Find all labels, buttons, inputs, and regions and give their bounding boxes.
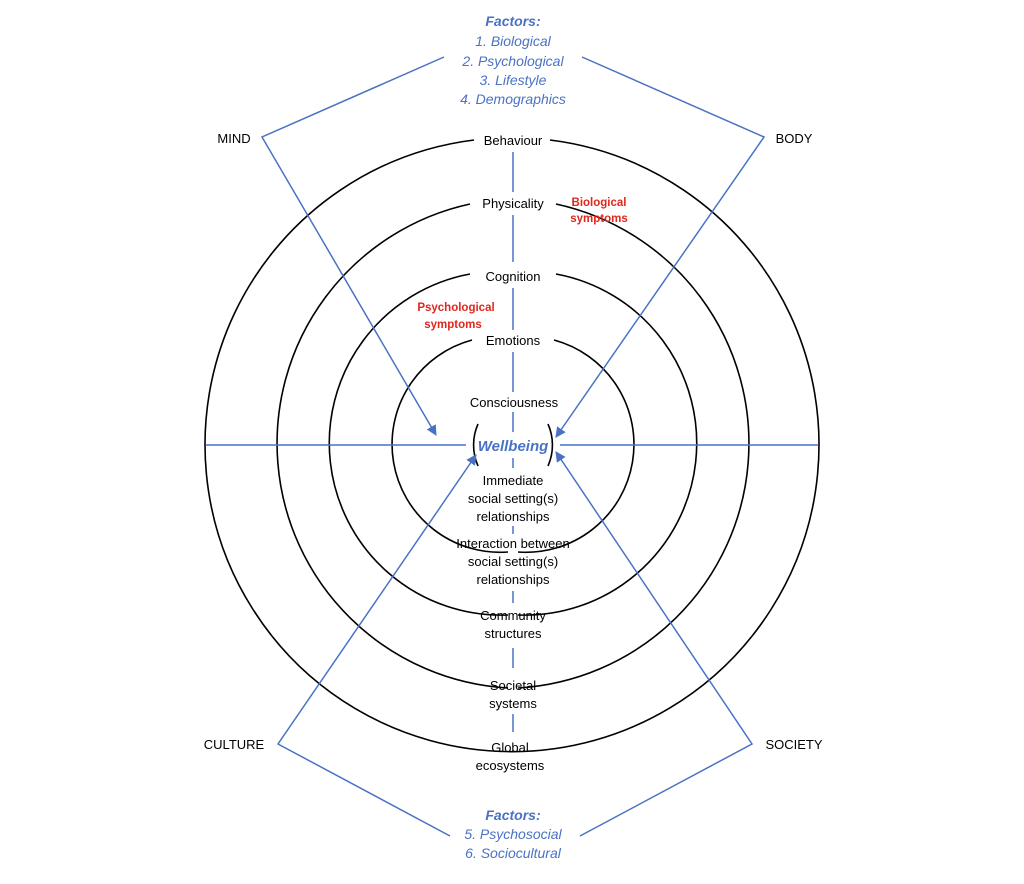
corner-mind: MIND — [217, 131, 250, 146]
level-global-1: Global — [491, 740, 529, 755]
factor-psychosocial: 5. Psychosocial — [464, 826, 562, 842]
level-global-2: ecosystems — [476, 758, 545, 773]
top-left-bracket — [260, 56, 445, 436]
upper-levels: Behaviour Physicality Cognition Emotions… — [470, 133, 559, 410]
bottom-right-bracket — [555, 451, 754, 837]
level-community-1: Community — [480, 608, 546, 623]
level-emotions: Emotions — [486, 333, 541, 348]
bottom-left-bracket — [276, 454, 477, 837]
level-community-2: structures — [484, 626, 542, 641]
level-immediate-2: social setting(s) — [468, 491, 558, 506]
level-behaviour: Behaviour — [484, 133, 543, 148]
level-consciousness: Consciousness — [470, 395, 559, 410]
lower-levels: Immediate social setting(s) relationship… — [456, 473, 569, 773]
center-wellbeing: Wellbeing — [478, 438, 549, 455]
ring-1 — [204, 139, 820, 753]
level-interaction-3: relationships — [477, 572, 550, 587]
level-cognition: Cognition — [486, 269, 541, 284]
corner-body: BODY — [776, 131, 813, 146]
corner-labels: MIND BODY CULTURE SOCIETY — [204, 131, 823, 752]
factors-top-title: Factors: — [485, 13, 540, 29]
factor-sociocultural: 6. Sociocultural — [465, 845, 562, 861]
factor-biological: 1. Biological — [475, 33, 551, 49]
factor-connectors — [260, 56, 766, 837]
psychological-symptoms-line2: symptoms — [424, 319, 482, 331]
biological-symptoms-line2: symptoms — [570, 213, 628, 225]
ring-5 — [472, 423, 554, 467]
factors-top: Factors: 1. Biological 2. Psychological … — [460, 13, 566, 107]
ring-3 — [328, 273, 698, 616]
level-physicality: Physicality — [482, 196, 544, 211]
rings — [204, 139, 820, 753]
factor-lifestyle: 3. Lifestyle — [480, 72, 547, 88]
level-interaction-1: Interaction between — [456, 536, 569, 551]
symptom-labels: Biological symptoms Psychological sympto… — [417, 197, 627, 331]
factor-demographics: 4. Demographics — [460, 91, 566, 107]
ring-2 — [276, 203, 750, 689]
level-interaction-2: social setting(s) — [468, 554, 558, 569]
level-immediate-1: Immediate — [483, 473, 544, 488]
corner-culture: CULTURE — [204, 737, 265, 752]
biological-symptoms-line1: Biological — [572, 197, 627, 209]
level-immediate-3: relationships — [477, 509, 550, 524]
psychological-symptoms-line1: Psychological — [417, 302, 494, 314]
factor-psychological: 2. Psychological — [461, 53, 564, 69]
corner-society: SOCIETY — [765, 737, 822, 752]
level-societal-2: systems — [489, 696, 537, 711]
factors-bottom: Factors: 5. Psychosocial 6. Sociocultura… — [464, 807, 562, 861]
factors-bottom-title: Factors: — [485, 807, 540, 823]
level-societal-1: Societal — [490, 678, 536, 693]
ring-4 — [391, 339, 635, 554]
top-right-bracket — [555, 56, 766, 438]
